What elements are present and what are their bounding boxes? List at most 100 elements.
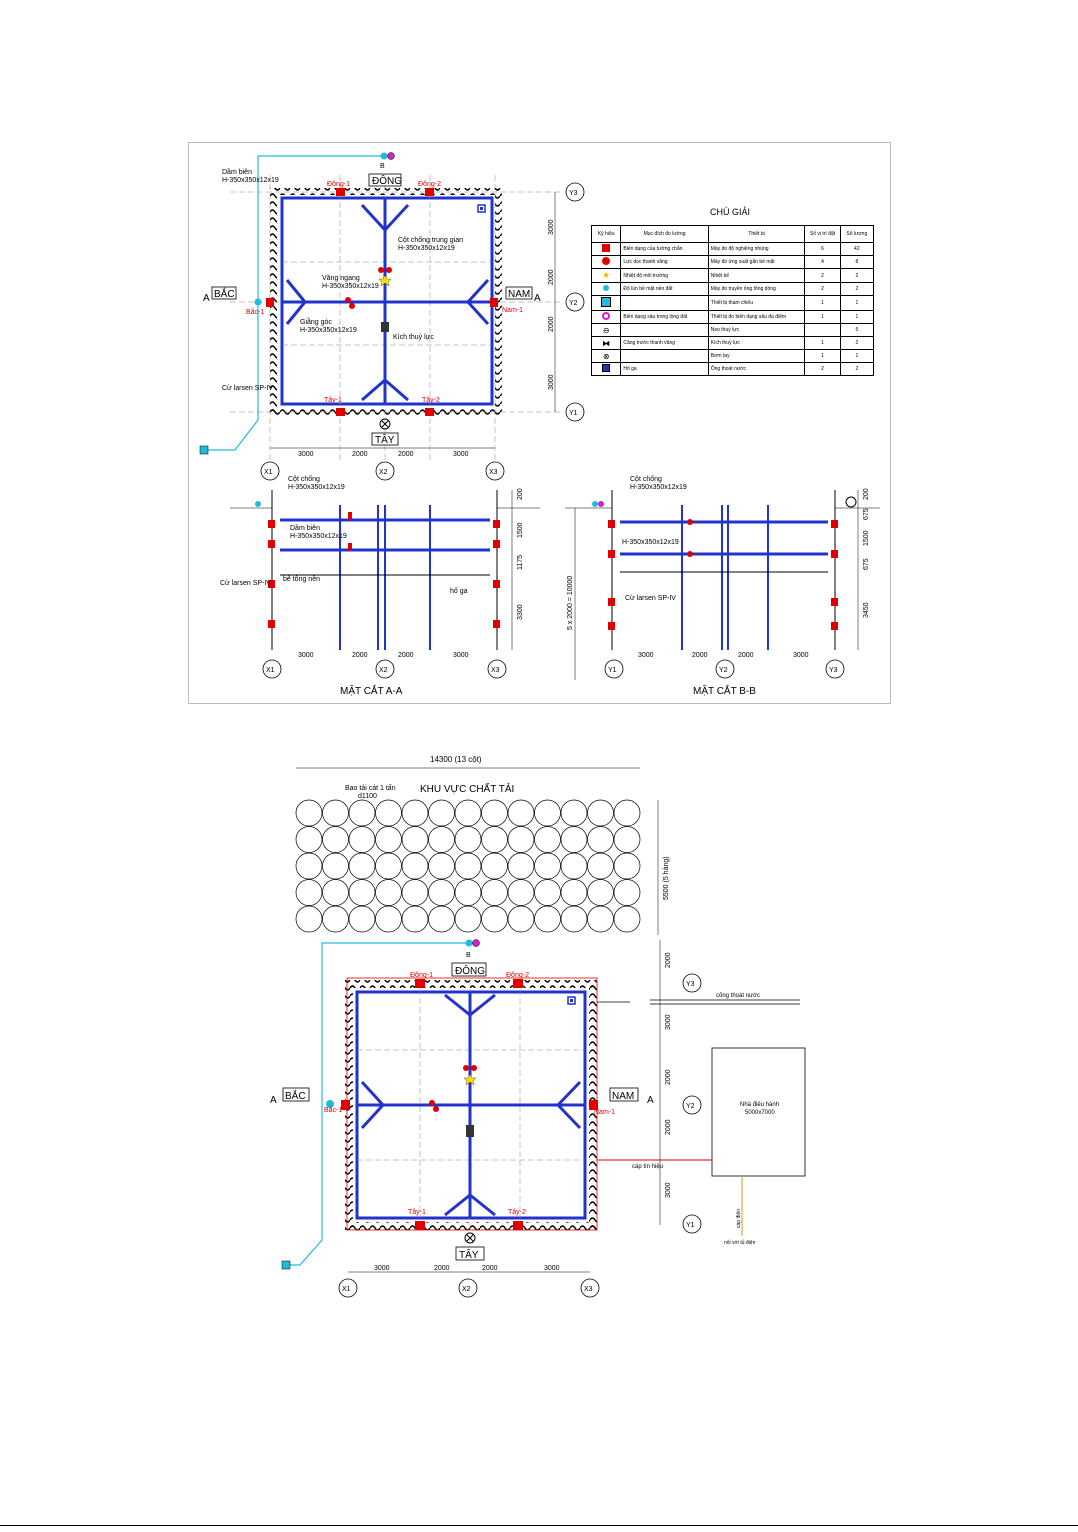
bottom-rows-label: 5500 (5 hàng) [663,856,670,900]
legend-cell-pos: 2 [804,362,841,376]
sheet-pile-east [495,188,502,414]
bottom-tay2: Tây-2 [508,1209,526,1216]
top-dim-y3: 2000 [548,316,555,332]
sandbag [322,905,349,933]
bottom-tay1: Tây-1 [408,1209,426,1216]
bottom-nam: NAM [612,1091,634,1102]
bottom-dong2: Đông-2 [506,972,529,979]
blue-square-icon [602,364,611,372]
legend-cell-qty: 5 [839,323,875,337]
sandbag [428,799,455,827]
bottom-sec-a-right: A [647,1095,654,1106]
legend-cell-purpose [620,349,709,363]
legend-cell-purpose: Độ lún bề mặt nền đất [620,282,709,296]
label-dong2: Đông-2 [418,181,441,188]
sandbag [295,826,323,853]
label-dong: ĐÔNG [372,174,402,187]
label-nam: NAM [508,289,530,300]
legend-cell-qty: 1 [839,349,875,363]
bb-cot-chong: Cột chống [630,474,662,483]
bottom-dim-x2: 2000 [434,1265,450,1272]
sandbag [613,799,641,827]
sandbag [481,852,508,880]
sandbag [613,852,641,880]
sandbag [587,826,614,853]
legend-cell-qty: 2 [839,282,875,296]
legend-header-symbol: Ký hiệu [590,225,622,243]
sandbag [454,799,482,827]
label-giang-spec: H-350x350x12x19 [300,327,357,334]
legend-cell-purpose: Lực dọc thanh văng [620,255,709,269]
sandbag-grid [295,799,641,933]
bottom-cap-dien: cáp điện [736,1209,742,1228]
bottom-dong1: Đông-1 [410,972,433,979]
bottom-bac1: Bắc-1 [324,1105,342,1114]
sandbag [295,799,323,827]
legend-cell-device: Neo thuỷ lực [707,323,806,337]
aa-dim-x2: 2000 [352,652,368,659]
sandbag [322,826,349,853]
sandbag [534,905,561,933]
top-axis-y1: Y1 [569,410,578,417]
bb-dim-v5: 3450 [863,602,870,618]
legend-cell-device: Kích thuỷ lực [707,336,806,350]
top-axis-y3: Y3 [569,190,578,197]
aa-dim-x3: 2000 [398,652,414,659]
sandbag [507,879,535,906]
legend-cell-purpose: Biến dạng sâu trong lòng đất [620,310,709,324]
sandbag [375,879,402,906]
label-dam-bien: Dầm biên [222,167,252,176]
bottom-width-label: 14300 (13 cột) [430,755,482,764]
bb-dim-v1: 200 [863,488,870,500]
label-sec-b: B [380,163,385,170]
bb-cot-spec: H-350x350x12x19 [630,484,687,491]
legend-cell-device: Thiết bị đo biến dạng sâu đa điểm [707,310,806,324]
bottom-nha: Nhà điều hành [740,1102,779,1108]
bottom-bac: BẮC [285,1089,306,1102]
legend-cell-device: Ống thoát nước [707,362,806,376]
legend-cell-purpose: Biến dạng của tường chắn [620,242,709,256]
legend-cell-qty: 42 [839,242,875,256]
bb-dim-v3: 1500 [863,530,870,546]
aa-dam-bien: Dầm biên [290,523,320,532]
sheet-pile-north [270,188,502,195]
top-drawing-frame [188,142,891,704]
legend-cell-qty: 2 [839,362,875,376]
bb-axis-2: Y2 [719,667,728,674]
bottom-dim-y4: 2000 [665,1119,672,1135]
sheet-pile-south [270,408,502,415]
bottom-axis-y3: Y3 [686,981,695,988]
sandbag [560,905,588,933]
legend-cell-pos: 4 [804,255,841,269]
sandbag [375,799,402,827]
sandbag [534,826,561,853]
sandbag [428,905,455,933]
sandbag [560,826,588,853]
sandbag [428,826,455,853]
sandbag [481,905,508,933]
label-tay2: Tây-2 [422,397,440,404]
cyan-square-icon [601,297,612,307]
bb-dim-x2: 2000 [692,652,708,659]
bb-cu-larsen: Cừ larsen SP-IV [625,595,676,602]
legend-cell-device: Nhiệt kế [707,268,806,283]
top-dim-x2: 2000 [352,451,368,458]
bottom-cong-thoat: cống thoát nước [716,993,760,999]
sandbag [454,879,482,906]
legend-cell-pos: 1 [804,349,841,363]
sandbag [295,905,323,933]
sandbag [322,852,349,880]
legend-cell-pos: 1 [804,295,841,311]
aa-dim-v2: 1500 [517,522,524,538]
red-dots-icon [602,257,611,265]
bb-dim-v4: 675 [863,558,870,570]
legend-cell-qty: 2 [839,336,875,350]
legend-cell-purpose: Căng trước thanh văng [620,336,709,350]
bottom-axis-y1: Y1 [686,1222,695,1229]
bottom-nam1: Nam-1 [594,1109,615,1116]
